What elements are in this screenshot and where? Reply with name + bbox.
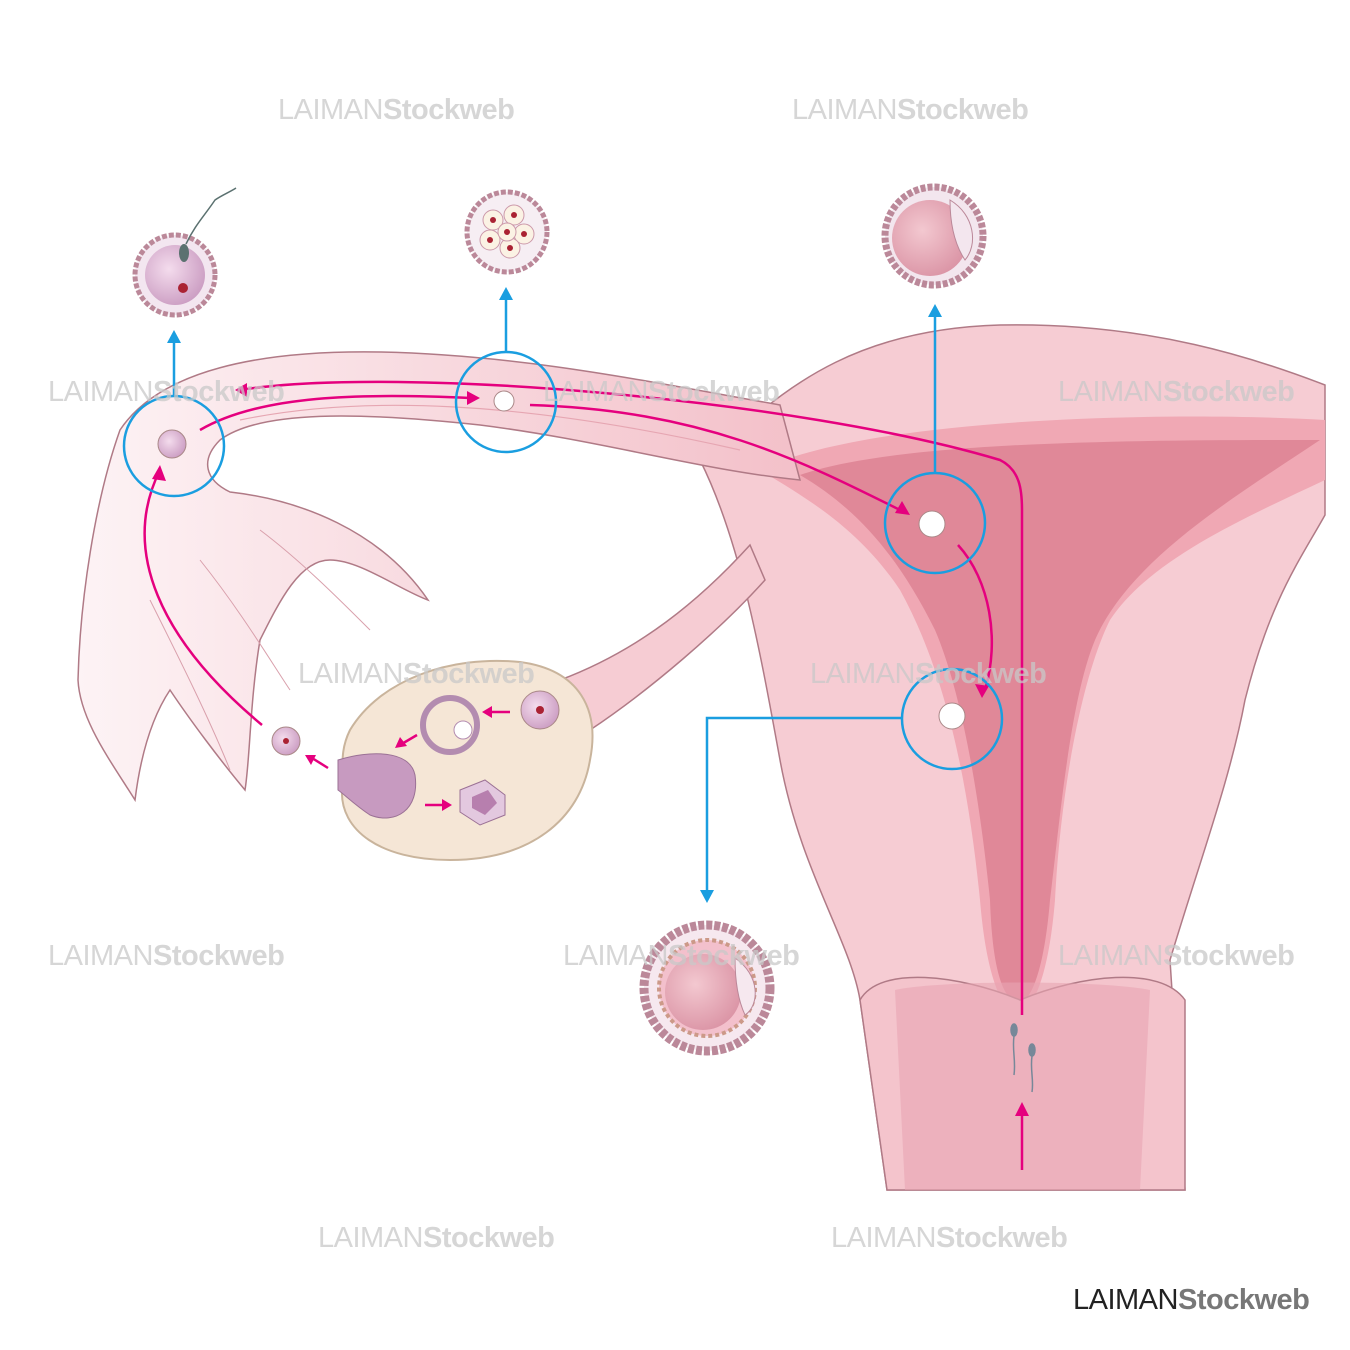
morula-cell xyxy=(464,189,550,275)
watermark: LAIMANStockweb xyxy=(48,940,285,972)
watermark: LAIMANStockweb xyxy=(1058,940,1295,972)
endometrium xyxy=(800,440,1320,1000)
follicle-secondary xyxy=(420,695,480,755)
implanting-blastocyst-cell xyxy=(639,920,775,1056)
sperm xyxy=(1010,1023,1036,1093)
blastocyst-cell xyxy=(881,183,987,289)
callouts xyxy=(122,298,1004,890)
migration-path xyxy=(143,380,1024,1170)
watermark: LAIMANStockweb xyxy=(563,940,800,972)
implanting-blastocyst-small xyxy=(938,702,966,730)
watermark: LAIMANStockweb xyxy=(298,658,535,690)
ovary xyxy=(337,659,594,862)
watermark: LAIMANStockweb xyxy=(318,1222,555,1254)
cervical-canal xyxy=(895,982,1150,1190)
arrowheads xyxy=(152,383,1029,1116)
brand-logo: LAIMANStockweb xyxy=(1073,1284,1310,1316)
blastocyst-small xyxy=(918,510,946,538)
watermark: LAIMANStockweb xyxy=(1058,376,1295,408)
watermark: LAIMANStockweb xyxy=(543,376,780,408)
watermark: LAIMANStockweb xyxy=(48,376,285,408)
fertilized-egg xyxy=(157,429,187,459)
uterus xyxy=(699,324,1326,1191)
watermark: LAIMANStockweb xyxy=(278,94,515,126)
watermark: LAIMANStockweb xyxy=(792,94,1029,126)
morula-small xyxy=(493,390,515,412)
ovarian-ligament xyxy=(558,543,766,732)
fertilization-cell xyxy=(132,187,237,318)
watermark: LAIMANStockweb xyxy=(810,658,1047,690)
watermark: LAIMANStockweb xyxy=(831,1222,1068,1254)
fallopian-tube xyxy=(77,351,802,803)
ruptured-follicle xyxy=(337,753,417,819)
